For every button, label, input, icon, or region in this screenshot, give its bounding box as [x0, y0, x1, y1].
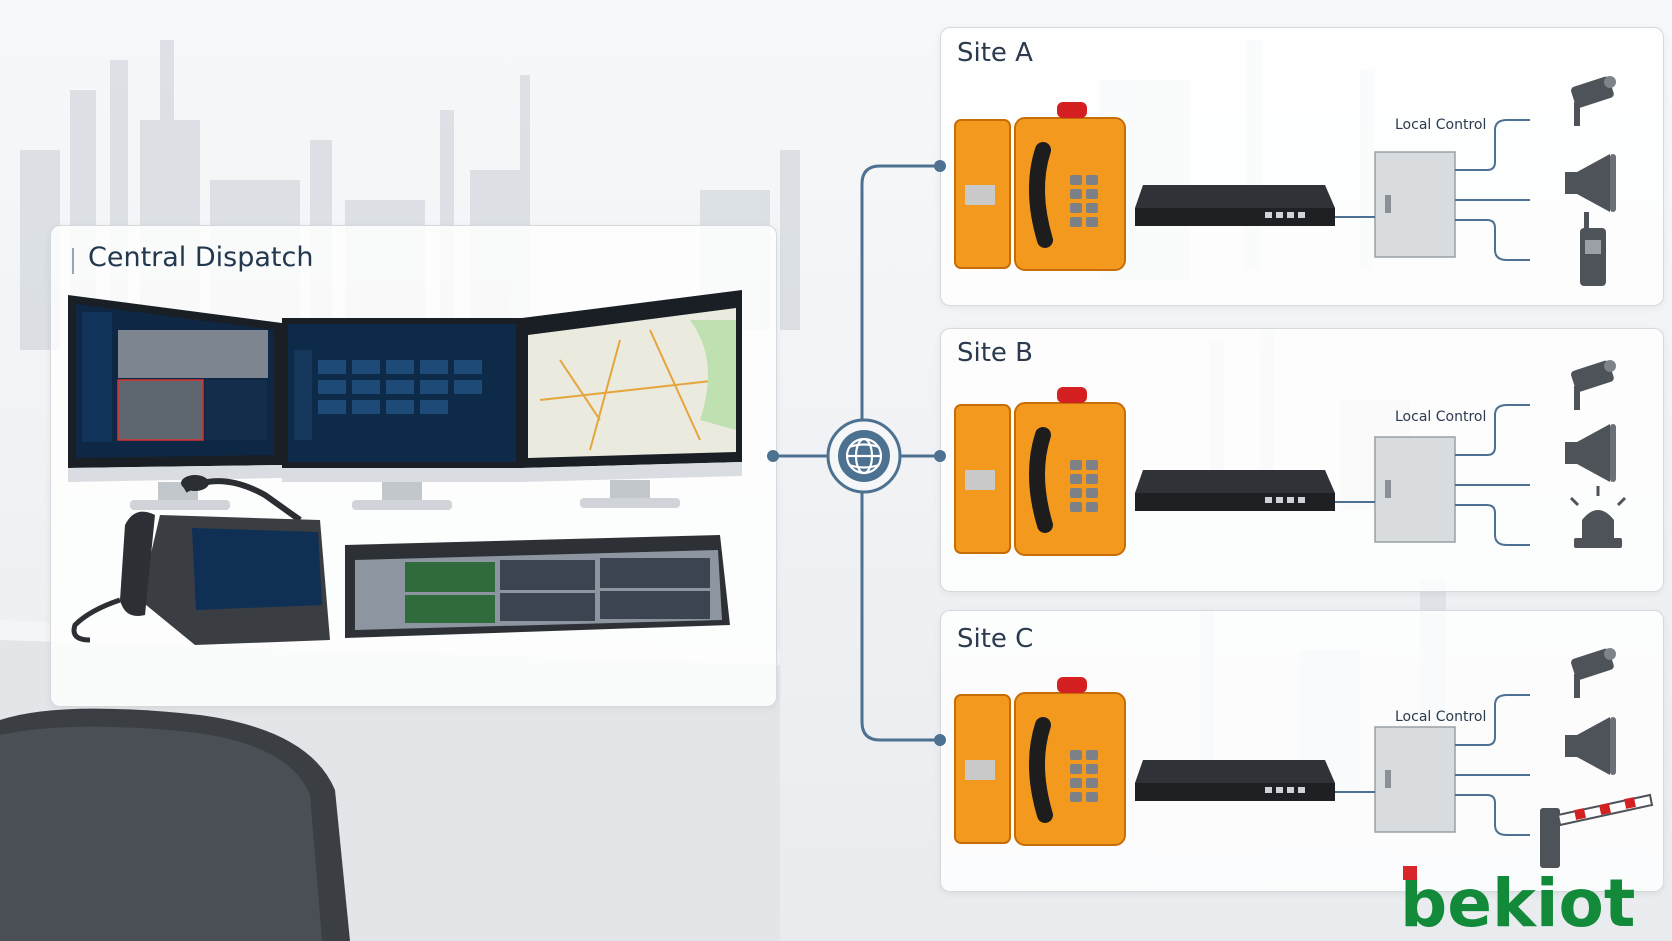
site-c-equipment — [955, 677, 1530, 845]
globe-icon — [826, 418, 902, 494]
monitor-map — [522, 290, 742, 508]
central-dispatch-title: Central Dispatch — [88, 242, 314, 273]
dispatch-desk-phone — [71, 475, 330, 645]
site-c-title: Site C — [957, 624, 1034, 654]
svg-text:bekiot: bekiot — [1400, 865, 1635, 938]
site-b-camera-icon — [1570, 359, 1616, 410]
site-a-radio-icon — [1580, 212, 1606, 286]
site-b-equipment — [955, 387, 1530, 555]
site-c-barrier-gate-icon — [1540, 793, 1654, 868]
site-a-title: Site A — [957, 38, 1033, 68]
site-a-loudspeaker-icon — [1565, 154, 1616, 212]
site-b-loudspeaker-icon — [1565, 424, 1616, 482]
monitor-video-wall — [68, 295, 282, 510]
site-c-local-control-label: Local Control — [1395, 709, 1487, 725]
dispatch-rack-server — [345, 535, 730, 638]
monitor-dashboard — [282, 318, 522, 510]
site-a-equipment — [955, 102, 1530, 270]
site-b-beacon-icon — [1569, 486, 1627, 548]
site-a-camera-icon — [1570, 75, 1616, 126]
site-b-title: Site B — [957, 338, 1034, 368]
site-c-camera-icon — [1570, 647, 1616, 698]
site-c-loudspeaker-icon — [1565, 717, 1616, 775]
connector-nodes — [767, 160, 946, 746]
title-accent-bar — [72, 248, 74, 274]
bekiot-logo: bekiot — [1400, 865, 1635, 938]
site-b-local-control-label: Local Control — [1395, 409, 1487, 425]
site-a-local-control-label: Local Control — [1395, 117, 1487, 133]
